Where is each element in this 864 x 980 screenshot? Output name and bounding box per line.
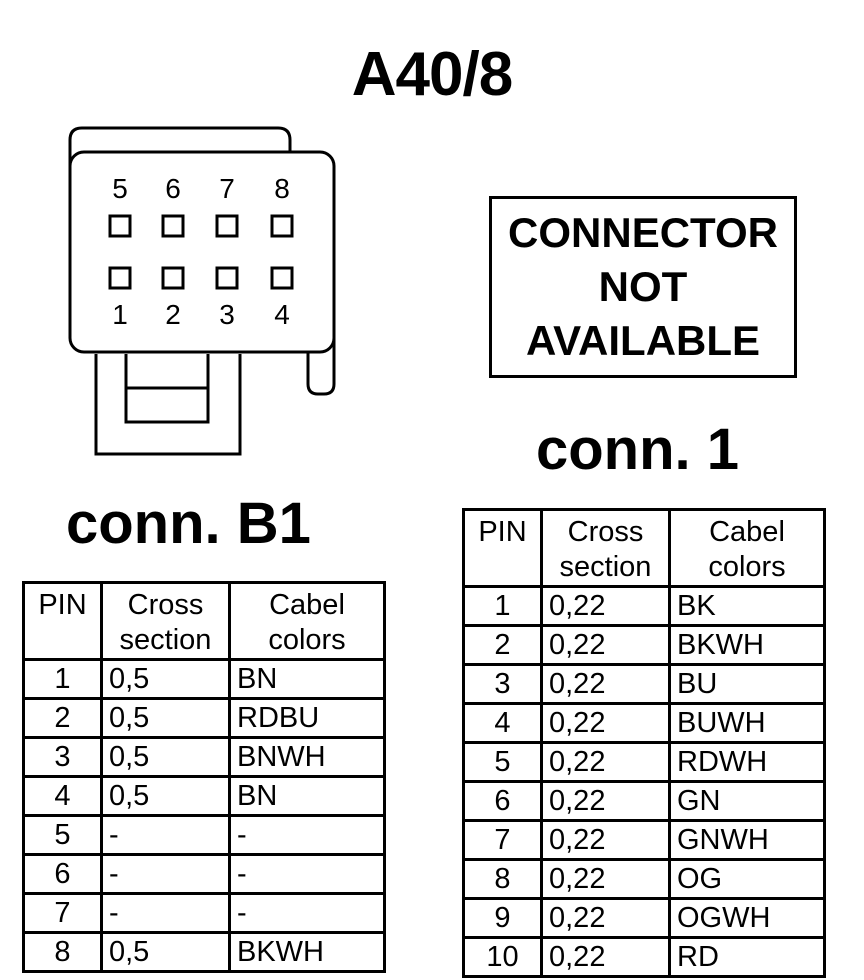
conn-1-label: conn. 1 bbox=[536, 417, 740, 482]
pin-cell: 7 bbox=[22, 892, 103, 934]
diagram-title: A40/8 bbox=[351, 40, 513, 109]
cross-section-cell: - bbox=[100, 853, 231, 895]
pin-cell: 2 bbox=[22, 697, 103, 739]
pin-cell: 8 bbox=[22, 931, 103, 973]
header-pin: PIN bbox=[22, 581, 103, 661]
cross-section-cell: 0,22 bbox=[540, 663, 671, 705]
pin-cell: 7 bbox=[462, 819, 543, 861]
connector-b1-drawing: 5 6 7 8 1 2 3 4 bbox=[60, 122, 350, 462]
cabel-color-cell: BU bbox=[668, 663, 826, 705]
pin-cell: 4 bbox=[462, 702, 543, 744]
cabel-color-cell: GN bbox=[668, 780, 826, 822]
cross-section-cell: 0,5 bbox=[100, 931, 231, 973]
pin-cell: 4 bbox=[22, 775, 103, 817]
table-row: 5-- bbox=[22, 814, 386, 856]
header-cross-section: Cross section bbox=[540, 508, 671, 588]
cross-section-cell: 0,5 bbox=[100, 736, 231, 778]
cross-section-cell: 0,5 bbox=[100, 775, 231, 817]
header-cross-section: Cross section bbox=[100, 581, 231, 661]
table-header-row: PIN Cross section Cabel colors bbox=[22, 581, 386, 661]
pin-cell: 2 bbox=[462, 624, 543, 666]
header-cabel-colors: Cabel colors bbox=[668, 508, 826, 588]
conn-b1-label: conn. B1 bbox=[66, 491, 311, 556]
pin-cell: 1 bbox=[462, 585, 543, 627]
not-available-line-3: AVAILABLE bbox=[525, 317, 761, 364]
pin-cell: 9 bbox=[462, 897, 543, 939]
cross-section-cell: 0,22 bbox=[540, 897, 671, 939]
cabel-color-cell: - bbox=[228, 814, 386, 856]
table-header-row: PIN Cross section Cabel colors bbox=[462, 508, 826, 588]
cabel-color-cell: BK bbox=[668, 585, 826, 627]
pin-cell: 1 bbox=[22, 658, 103, 700]
cross-section-cell: 0,22 bbox=[540, 858, 671, 900]
cabel-color-cell: RDWH bbox=[668, 741, 826, 783]
connector-not-available-box: CONNECTOR NOT AVAILABLE bbox=[489, 196, 797, 378]
table-row: 7-- bbox=[22, 892, 386, 934]
cabel-color-cell: BKWH bbox=[228, 931, 386, 973]
cabel-color-cell: - bbox=[228, 853, 386, 895]
pin-cell: 6 bbox=[462, 780, 543, 822]
header-pin: PIN bbox=[462, 508, 543, 588]
cross-section-cell: 0,22 bbox=[540, 780, 671, 822]
pin-cell: 8 bbox=[462, 858, 543, 900]
header-cabel-colors: Cabel colors bbox=[228, 581, 386, 661]
cross-section-cell: 0,22 bbox=[540, 819, 671, 861]
not-available-line-2: NOT bbox=[598, 263, 688, 310]
cross-section-cell: 0,5 bbox=[100, 697, 231, 739]
table-row: 6-- bbox=[22, 853, 386, 895]
pin-label-2: 2 bbox=[165, 299, 181, 330]
cross-section-cell: - bbox=[100, 814, 231, 856]
cross-section-cell: - bbox=[100, 892, 231, 934]
cross-section-cell: 0,22 bbox=[540, 624, 671, 666]
pin-label-5: 5 bbox=[112, 173, 128, 204]
pin-label-7: 7 bbox=[219, 173, 235, 204]
cross-section-cell: 0,22 bbox=[540, 585, 671, 627]
pin-label-4: 4 bbox=[274, 299, 290, 330]
pin-cell: 5 bbox=[462, 741, 543, 783]
cabel-color-cell: BNWH bbox=[228, 736, 386, 778]
not-available-line-1: CONNECTOR bbox=[508, 209, 778, 256]
connector-outline: 5 6 7 8 1 2 3 4 bbox=[68, 126, 336, 456]
cabel-color-cell: GNWH bbox=[668, 819, 826, 861]
pin-label-8: 8 bbox=[274, 173, 290, 204]
cabel-color-cell: OGWH bbox=[668, 897, 826, 939]
pin-label-1: 1 bbox=[112, 299, 128, 330]
cabel-color-cell: RDBU bbox=[228, 697, 386, 739]
cross-section-cell: 0,5 bbox=[100, 658, 231, 700]
pin-label-6: 6 bbox=[165, 173, 181, 204]
pin-label-3: 3 bbox=[219, 299, 235, 330]
cross-section-cell: 0,22 bbox=[540, 702, 671, 744]
cabel-color-cell: BKWH bbox=[668, 624, 826, 666]
cabel-color-cell: BN bbox=[228, 775, 386, 817]
pin-cell: 3 bbox=[462, 663, 543, 705]
pin-cell: 3 bbox=[22, 736, 103, 778]
cabel-color-cell: BN bbox=[228, 658, 386, 700]
cabel-color-cell: - bbox=[228, 892, 386, 934]
cabel-color-cell: BUWH bbox=[668, 702, 826, 744]
cross-section-cell: 0,22 bbox=[540, 741, 671, 783]
pin-cell: 10 bbox=[462, 936, 543, 978]
cabel-color-cell: OG bbox=[668, 858, 826, 900]
pin-cell: 6 bbox=[22, 853, 103, 895]
cabel-color-cell: RD bbox=[668, 936, 826, 978]
pin-cell: 5 bbox=[22, 814, 103, 856]
cross-section-cell: 0,22 bbox=[540, 936, 671, 978]
